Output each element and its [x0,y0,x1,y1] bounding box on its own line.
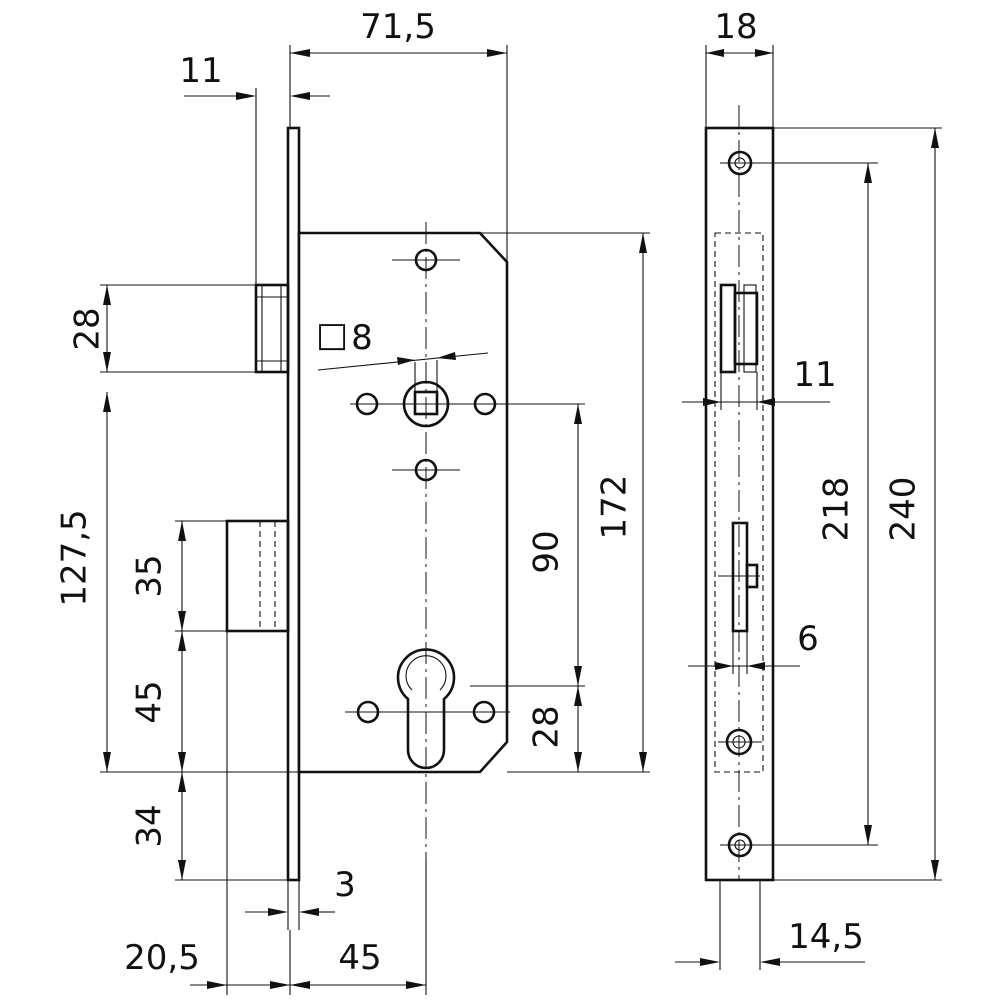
dim-deadbolt-height: 35 [130,554,170,597]
dim-backset: 45 [338,938,381,978]
side-screw-holes [718,150,762,858]
dim-deadbolt-to-bottom: 45 [130,680,170,723]
lock-case [297,231,509,774]
dim-handle-to-bottom: 127,5 [55,509,95,606]
latch-bolt [254,283,290,374]
follower-square [402,380,450,428]
dim-bottom-offset: 34 [130,804,170,847]
side-deadbolt [718,521,760,633]
fixing-holes [345,248,510,724]
side-latch [719,283,759,374]
dim-case-height: 172 [595,475,635,540]
dim-cylinder-to-bottom: 28 [527,705,567,748]
dimension-lines [100,45,942,995]
follower-symbol: □ [316,315,348,355]
dim-plate-thickness: 3 [334,865,356,905]
dim-latch-width: 11 [793,355,836,395]
deadbolt [225,519,290,633]
dim-faceplate-width: 18 [714,7,757,47]
side-view [704,105,775,882]
dim-screw-spacing: 218 [817,477,857,542]
faceplate [286,126,301,882]
dim-case-front-offset: 20,5 [124,938,200,978]
dim-case-depth: 71,5 [360,7,436,47]
dim-handle-to-cylinder: 90 [527,530,567,573]
dim-side-offset: 14,5 [788,917,864,957]
dimension-labels: 71,5 11 28 □ 8 127,5 35 45 34 3 20,5 45 … [55,7,924,978]
dim-plate-thickness-top: 11 [179,51,222,91]
cylinder-cutout [396,648,456,770]
dim-latch-height: 28 [68,307,108,350]
dim-faceplate-length: 240 [884,477,924,542]
front-view [225,126,510,882]
dim-follower-size: 8 [351,318,373,358]
dim-bolt-width: 6 [797,619,819,659]
